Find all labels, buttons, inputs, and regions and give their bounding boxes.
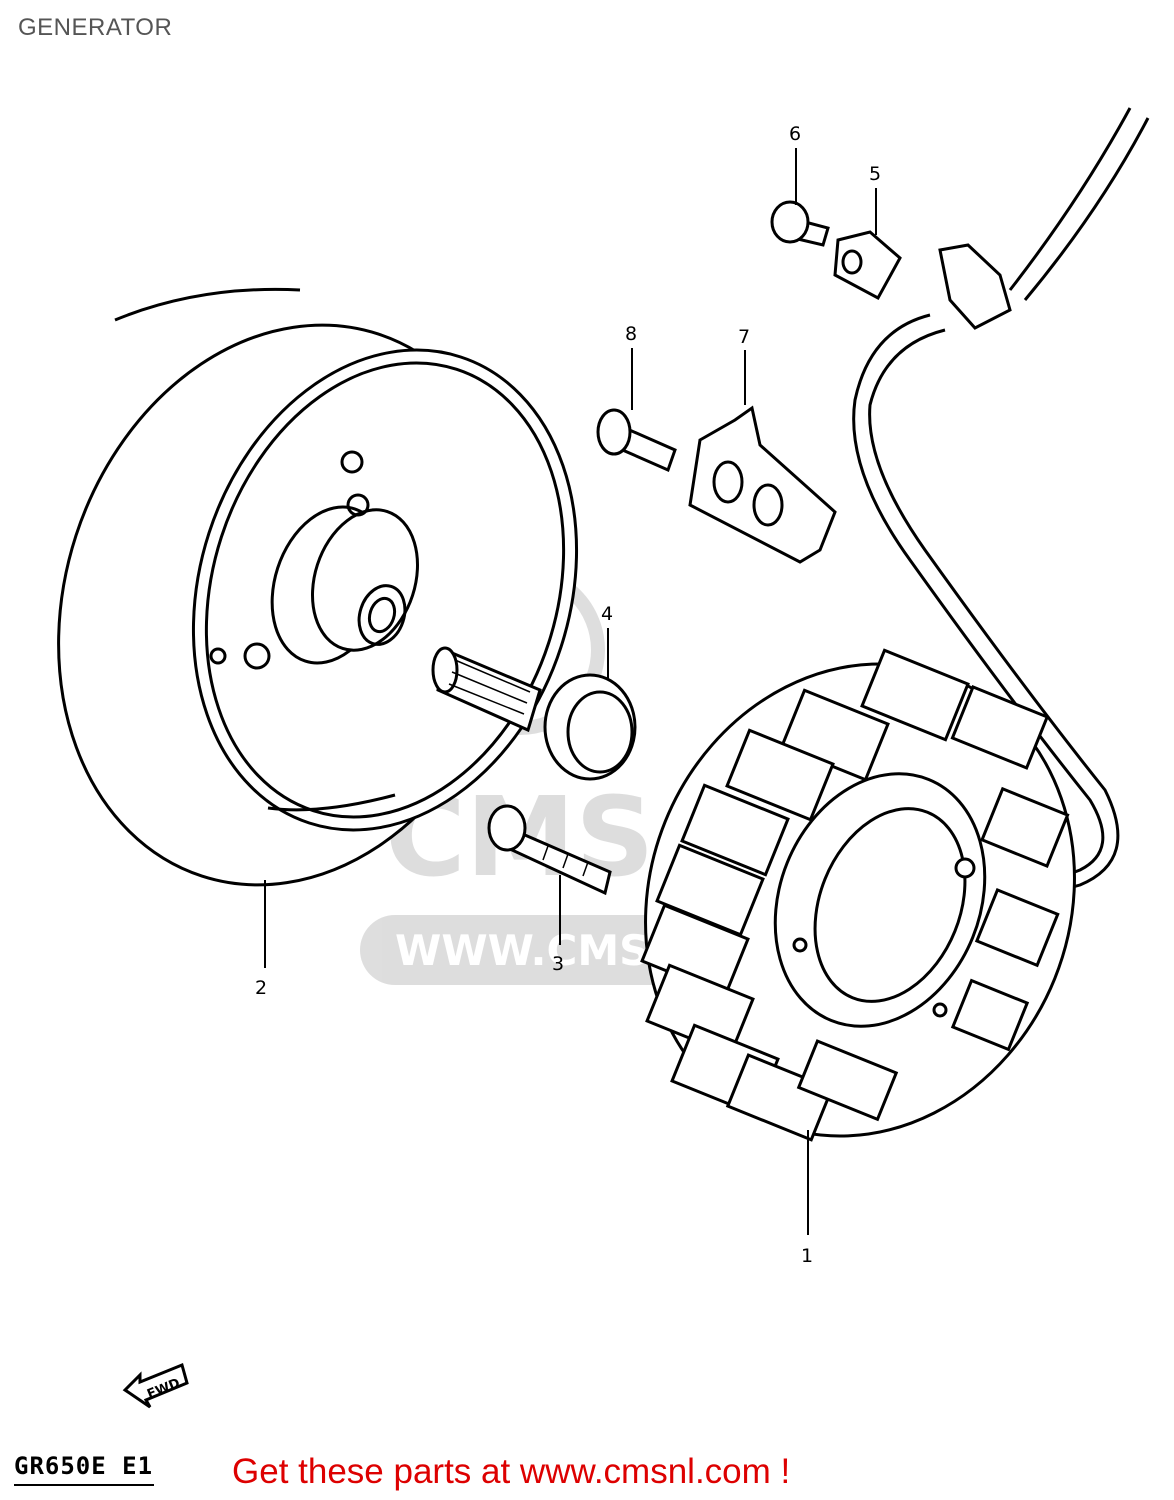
stator-screw[interactable] [487,804,612,896]
rotor-bolt[interactable] [431,646,637,781]
lead-wire [852,107,1150,893]
part-label-7: 7 [738,326,750,348]
footer-promo-link[interactable]: Get these parts at www.cmsnl.com ! [232,1452,791,1491]
page-title: GENERATOR [18,14,173,41]
model-code: GR650E E1 [14,1452,154,1480]
part-label-6: 6 [789,123,801,145]
part-label-8: 8 [625,323,637,345]
small-bolt[interactable] [770,200,830,247]
wire-clamp[interactable] [833,230,902,301]
lead-wire-clamp[interactable] [688,405,837,564]
part-label-3: 3 [552,953,564,975]
leader-lines [264,148,877,1235]
stator-coil[interactable] [575,599,1144,1201]
model-underline [14,1484,154,1486]
clamp-bolt[interactable] [596,408,677,473]
part-label-2: 2 [255,977,267,999]
part-label-5: 5 [869,163,881,185]
part-label-4: 4 [601,603,613,625]
fwd-arrow-icon: FWD [122,1362,189,1409]
part-label-1: 1 [801,1245,813,1267]
